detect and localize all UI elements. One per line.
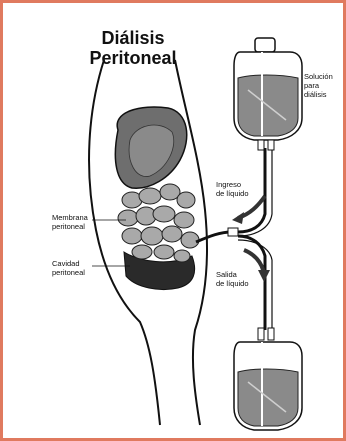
title-line-2: Peritoneal bbox=[89, 48, 176, 68]
label-cavidad: Cavidad peritoneal bbox=[52, 259, 85, 277]
page-title: Diálisis Peritoneal bbox=[78, 28, 188, 68]
catheter-connector bbox=[228, 228, 238, 236]
label-membrana: Membrana peritoneal bbox=[52, 213, 88, 231]
drain-bag bbox=[234, 328, 302, 430]
inflow-arrow-head bbox=[232, 212, 244, 224]
intestines bbox=[118, 184, 199, 262]
catheter bbox=[196, 232, 232, 242]
label-solucion: Solución para diálisis bbox=[304, 72, 333, 99]
solution-bag bbox=[234, 38, 302, 150]
label-salida: Salida de líquido bbox=[216, 270, 249, 288]
outflow-arrow-head bbox=[258, 270, 270, 282]
title-line-1: Diálisis bbox=[101, 28, 164, 48]
label-ingreso: Ingreso de líquido bbox=[216, 180, 249, 198]
